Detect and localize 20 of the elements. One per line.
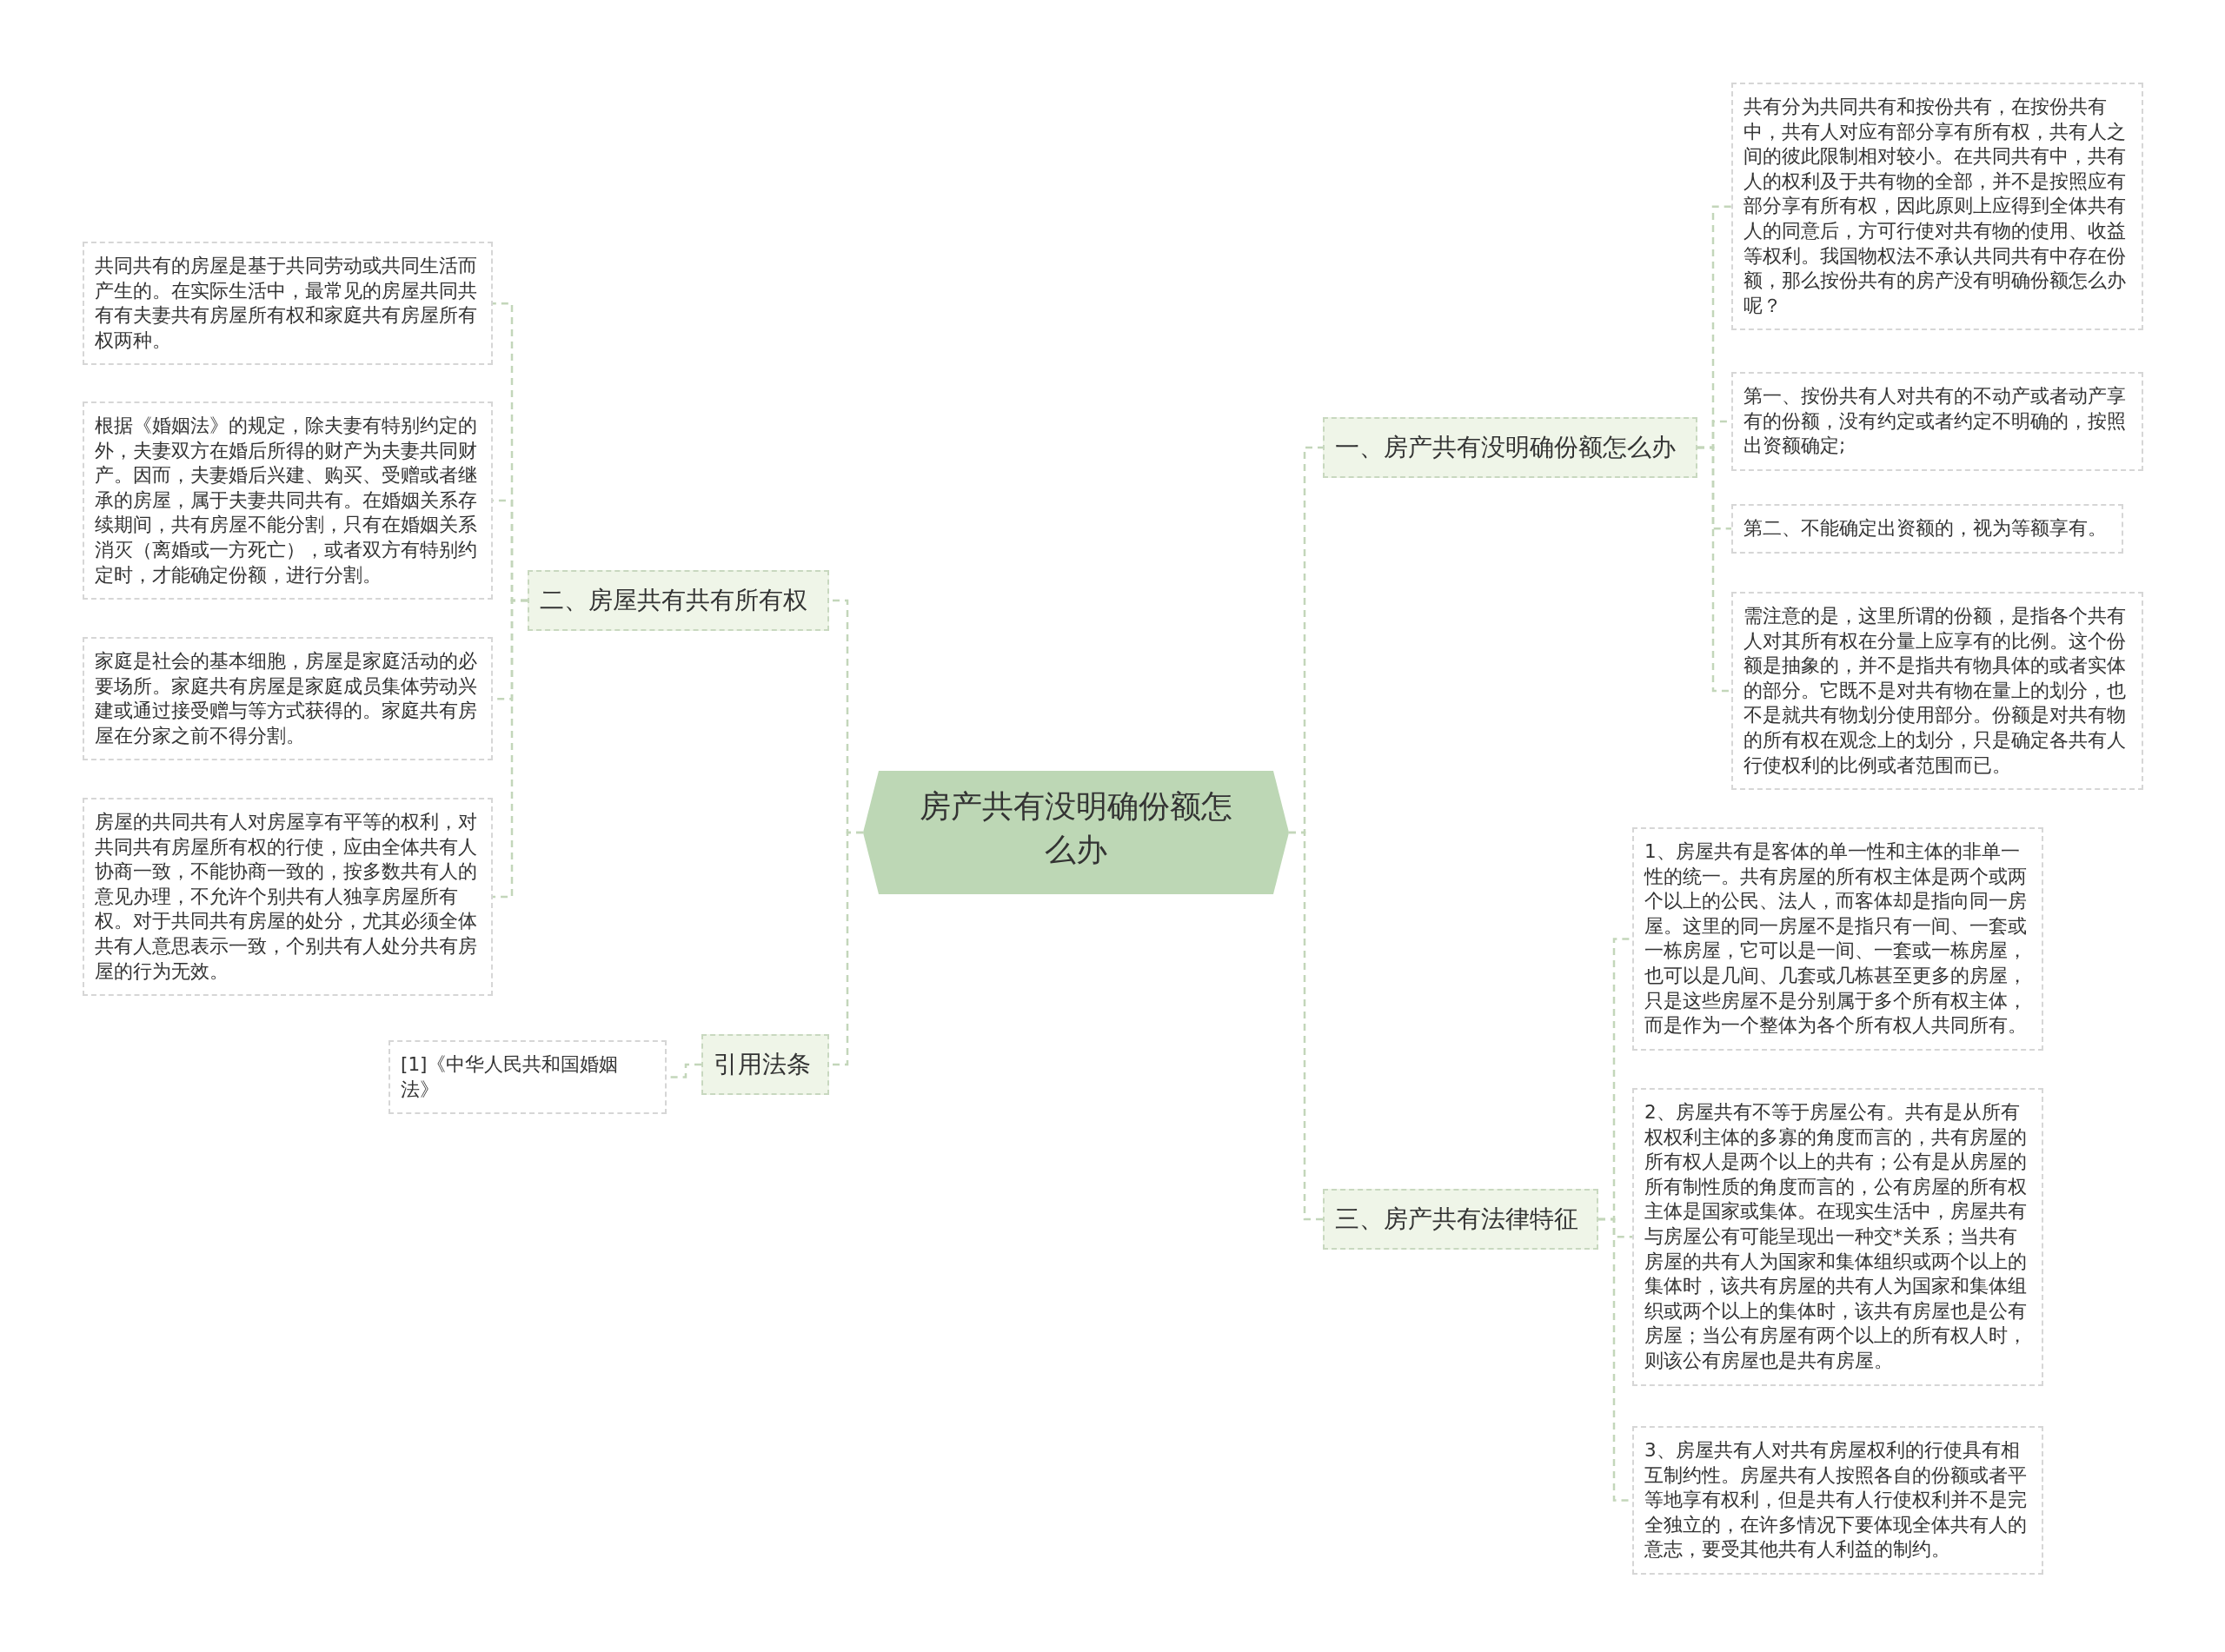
- connector-line: [1289, 831, 1323, 1221]
- text-box: 需注意的是，这里所谓的份额，是指各个共有人对其所有权在分量上应享有的比例。这个份额是抽象的，并不是指共有物具体的或者实体的部分。它既不是对共有物在量上的划分，也不是就共有物划分使用部分。份额是对共有物的所有权在观念上的划分，只是确定各共有人行使权利的比例或者范围而已。: [1731, 592, 2143, 791]
- text-box: 共有分为共同共有和按份共有，在按份共有中，共有人对应有部分享有所有权，共有人之间的彼此限制相对较小。在共同共有中，共有人的权利及于共有物的全部，并不是按照应有部分享有所有权，因此原则上应得到全体共有人的同意后，方可行使对共有物的使用、收益等权利。我国物权法不承认共同共有中存在份额，那么按份共有的房产没有明确份额怎么办呢？: [1731, 83, 2143, 331]
- connector-line: [1697, 446, 1731, 693]
- branch-box: 三、房产共有法律特征: [1323, 1189, 1598, 1250]
- text-box: 房屋的共同共有人对房屋享有平等的权利，对共同共有房屋所有权的行使，应由全体共有人协商一致，不能协商一致的，按多数共有人的意见办理，不允许个别共有人独享房屋所有权。对于共同共有房屋的处分，尤其必须全体共有人意思表示一致，个别共有人处分共有房屋的行为无效。: [83, 798, 493, 997]
- text-box: 第一、按份共有人对共有的不动产或者动产享有的份额，没有约定或者约定不明确的，按照出资额确定;: [1731, 372, 2143, 471]
- text-box: 3、房屋共有人对共有房屋权利的行使具有相互制约性。房屋共有人按照各自的份额或者平等地享有权利，但是共有人行使权利并不是完全独立的，在许多情况下要体现全体共有人的意志，要受其他共有人利益的制约。: [1632, 1426, 2043, 1575]
- text-box: 根据《婚姻法》的规定，除夫妻有特别约定的外，夫妻双方在婚后所得的财产为夫妻共同财产。因而，夫妻婚后兴建、购买、受赠或者继承的房屋，属于夫妻共同共有。在婚姻关系存续期间，共有房屋不能分割，只有在婚姻关系消灭（离婚或一方死亡），或者双方有特别约定时，才能确定份额，进行分割。: [83, 401, 493, 600]
- text-box: 1、房屋共有是客体的单一性和主体的非单一性的统一。共有房屋的所有权主体是两个或两个以上的公民、法人，而客体却是指向同一房屋。这里的同一房屋不是指只有一间、一套或一栋房屋，它可以是一间、一套或一栋房屋，也可以是几间、几套或几栋甚至更多的房屋，只是这些房屋不是分别属于多个所有权主体，而是作为一个整体为各个所有权人共同所有。: [1632, 827, 2043, 1051]
- text-box: 第二、不能确定出资额的，视为等额享有。: [1731, 504, 2123, 554]
- branch-box: 引用法条: [701, 1034, 829, 1095]
- text-box: 共同共有的房屋是基于共同劳动或共同生活而产生的。在实际生活中，最常见的房屋共同共有有夫妻共有房屋所有权和家庭共有房屋所有权两种。: [83, 242, 493, 366]
- branch-box: 二、房屋共有共有所有权: [528, 570, 829, 631]
- text-box: 家庭是社会的基本细胞，房屋是家庭活动的必要场所。家庭共有房屋是家庭成员集体劳动兴建或通过接受赠与等方式获得的。家庭共有房屋在分家之前不得分割。: [83, 637, 493, 761]
- connector-line: [493, 599, 528, 899]
- text-box: [1]《中华人民共和国婚姻法》: [389, 1040, 667, 1115]
- text-box: 2、房屋共有不等于房屋公有。共有是从所有权权利主体的多寡的角度而言的，共有房屋的所有权人是两个以上的共有；公有是从房屋的所有制性质的角度而言的，公有房屋的所有权主体是国家或集体。在现实生活中，房屋共有与房屋公有可能呈现出一种交*关系；当共有房屋的共有人为国家和集体组织或两个以上的集体时，该共有房屋的共有人为国家和集体组织或两个以上的集体时，该共有房屋也是公有房屋；当公有房屋有两个以上的所有权人时，则该公有房屋也是共有房屋。: [1632, 1088, 2043, 1386]
- topic-hexagon: 房产共有没明确份额怎么办: [863, 771, 1289, 894]
- branch-box: 一、房产共有没明确份额怎么办: [1323, 417, 1697, 478]
